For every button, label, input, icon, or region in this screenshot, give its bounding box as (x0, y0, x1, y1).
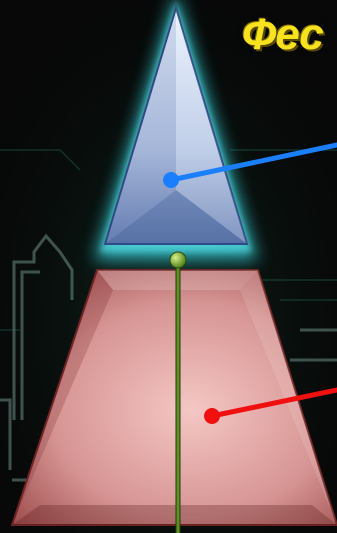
blue-marker-dot-icon (163, 172, 179, 188)
red-marker-dot-icon (204, 408, 220, 424)
axis-top-ball-icon (170, 252, 186, 268)
title-text: Фес (242, 10, 323, 60)
